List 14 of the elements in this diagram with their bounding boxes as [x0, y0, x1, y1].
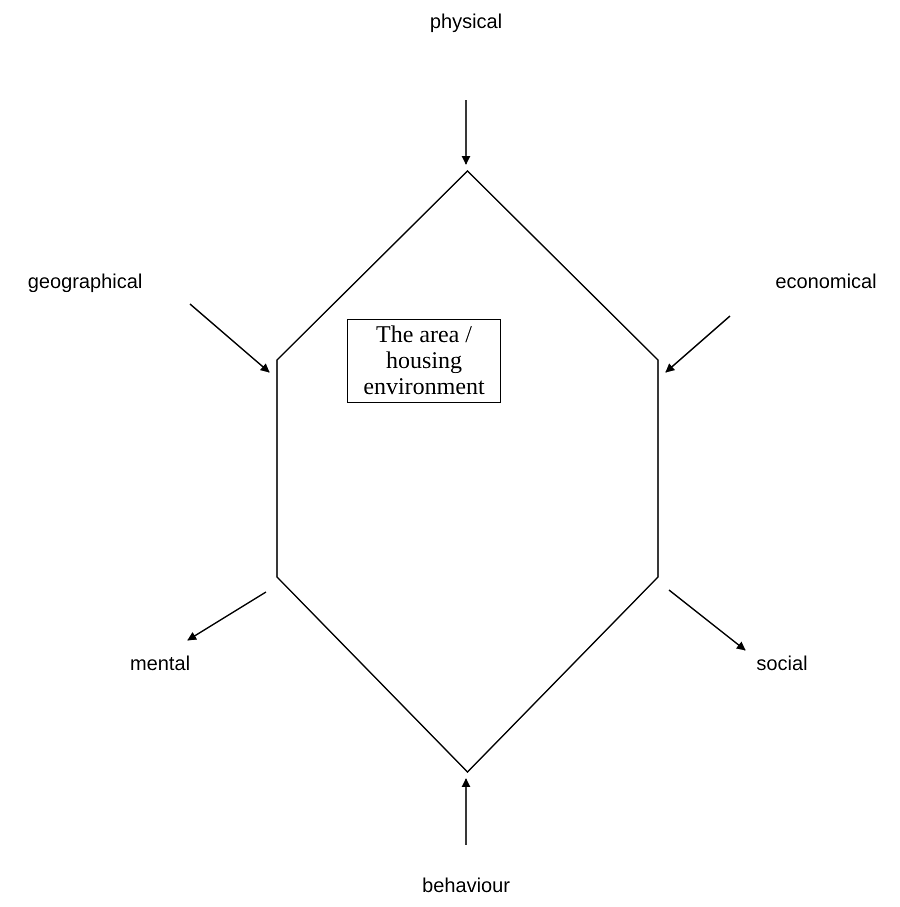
arrow — [668, 589, 746, 651]
factor-label: physical — [430, 10, 502, 34]
factor-label: behaviour — [422, 874, 510, 898]
arrow — [187, 591, 266, 641]
arrow — [462, 778, 470, 845]
factor-label: economical — [775, 270, 877, 294]
arrow — [462, 100, 470, 165]
arrow — [665, 315, 730, 373]
arrow — [190, 303, 270, 373]
hexagon-shape — [276, 170, 659, 773]
text-box: The area / housing environment — [347, 319, 501, 403]
factor-label: mental — [130, 652, 190, 676]
factor-label: geographical — [28, 270, 142, 294]
factor-label: social — [756, 652, 808, 676]
